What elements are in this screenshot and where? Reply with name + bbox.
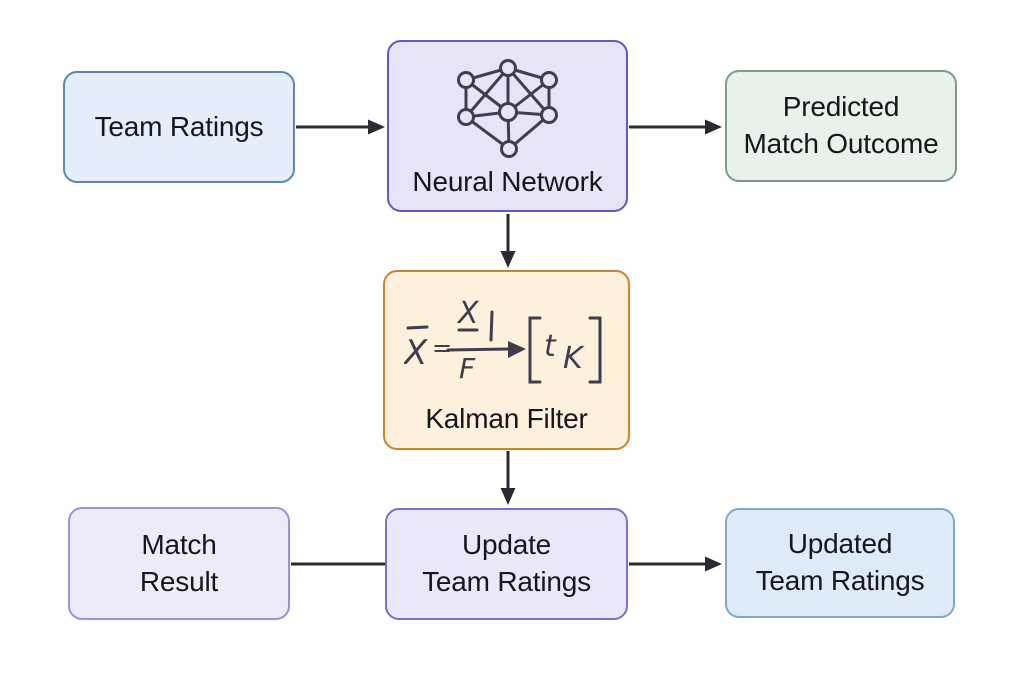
formula-numerator-text: X	[456, 296, 480, 331]
node-kalman-filter-label: Kalman Filter	[425, 403, 588, 434]
node-predicted-match-outcome-label: Predicted Match Outcome	[743, 91, 939, 159]
node-update-team-ratings-label: Update Team Ratings	[422, 529, 591, 597]
kalman-formula-icon: X = X F t K	[404, 296, 602, 385]
node-match-result: Match Result	[68, 507, 290, 620]
formula-xbar-text: X	[404, 333, 428, 373]
formula-denominator-text: F	[459, 352, 476, 385]
neural-network-icon	[456, 59, 558, 158]
node-update-team-ratings: Update Team Ratings	[385, 508, 628, 620]
formula-equals-text: =	[432, 334, 452, 362]
formula-t-text: t	[544, 329, 557, 364]
node-match-result-label: Match Result	[139, 528, 219, 597]
node-kalman-filter: X = X F t K Kalman Filter	[383, 270, 630, 450]
node-updated-team-ratings-label: Updated Team Ratings	[755, 528, 925, 596]
node-neural-network-label: Neural Network	[412, 166, 603, 197]
node-team-ratings: Team Ratings	[63, 71, 295, 183]
node-updated-team-ratings: Updated Team Ratings	[725, 508, 955, 618]
node-neural-network: Neural Network	[387, 40, 628, 212]
formula-k-text: K	[563, 341, 585, 376]
node-team-ratings-label: Team Ratings	[94, 110, 264, 142]
node-predicted-match-outcome: Predicted Match Outcome	[725, 70, 957, 182]
